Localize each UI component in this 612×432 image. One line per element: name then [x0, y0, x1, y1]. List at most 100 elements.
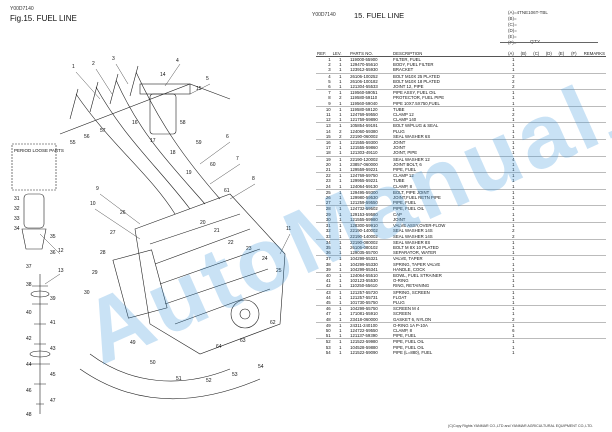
cell-qty-a: 2 — [512, 78, 515, 84]
callout-number: 9 — [96, 186, 99, 192]
cell-description: PIPE, FUEL OIL — [392, 205, 508, 212]
cell-qty-a: 1 — [507, 122, 520, 129]
cell-empty — [532, 89, 545, 96]
cell-qty-a: 1 — [512, 349, 515, 355]
cell-empty — [582, 271, 606, 279]
cell-part-no: 22190-120002 — [349, 155, 393, 162]
cell-description: CLAMP 140 — [393, 117, 417, 123]
cell-qty-a: 2 — [512, 228, 515, 234]
callout-number: 39 — [50, 296, 56, 302]
cell-description: O-RING — [393, 278, 409, 284]
legend-item: (D)= — [508, 28, 517, 33]
right-part-code: Y00D7140 — [312, 12, 336, 18]
cell-part-no: 26106-100182 — [350, 78, 378, 84]
cell-qty-a: 1 — [507, 205, 520, 212]
col-description: DESCRIPTION — [392, 48, 508, 57]
cell-empty — [570, 238, 583, 245]
cell-qty-a: 1 — [507, 105, 520, 113]
cell-part-no: 129470-55610 — [350, 62, 378, 68]
cell-qty-a: 1 — [512, 167, 515, 173]
cell-lev: 1 — [339, 294, 342, 300]
callout-number: 40 — [26, 310, 32, 316]
cell-empty — [557, 271, 571, 279]
cell-qty-a: 2 — [507, 72, 520, 79]
cell-part-no: 119580-59110 — [350, 95, 378, 101]
callout-number: 3 — [112, 56, 115, 62]
callout-number: 33 — [14, 216, 20, 222]
cell-empty — [582, 321, 606, 328]
cell-lev: 1 — [339, 195, 342, 201]
injector-pipes — [75, 71, 221, 215]
cell-empty — [519, 89, 533, 96]
cell-empty — [520, 350, 533, 355]
cell-ref: 47 — [325, 311, 331, 317]
callout-number: 27 — [110, 230, 116, 236]
callout-number: 10 — [90, 201, 96, 207]
fuel-filter-bracket — [139, 83, 191, 95]
cell-qty-a: 1 — [512, 67, 515, 73]
callout-number: 14 — [160, 72, 166, 78]
callout-number: 55 — [70, 140, 76, 146]
cell-qty-a: 1 — [512, 283, 515, 289]
callout-number: 20 — [200, 220, 206, 226]
cell-qty-a: 2 — [512, 316, 515, 322]
callout-number: 52 — [206, 378, 212, 384]
cell-lev: 1 — [339, 183, 342, 189]
cell-ref: 27 — [325, 200, 331, 206]
cell-empty — [582, 305, 606, 312]
cell-part-no: 121759-59890 — [350, 117, 378, 123]
cell-qty-a: 1 — [512, 311, 515, 317]
cell-ref: 46 — [316, 305, 332, 312]
cell-qty-a: 1 — [507, 172, 520, 179]
cell-lev: 1 — [331, 139, 350, 146]
cell-part-no: 110250-55610 — [350, 283, 378, 289]
cell-empty — [557, 205, 571, 212]
cell-empty — [582, 72, 606, 79]
cell-ref: 7 — [316, 89, 332, 96]
cell-empty — [532, 139, 545, 146]
cell-empty — [570, 155, 583, 162]
cell-ref: 40 — [316, 271, 332, 279]
cell-empty — [570, 350, 583, 355]
cell-empty — [570, 255, 583, 262]
cell-part-no: 119560-59051 — [349, 89, 393, 96]
cell-empty — [519, 338, 533, 345]
cell-empty — [544, 155, 558, 162]
qty-line — [500, 42, 598, 43]
cell-empty — [544, 222, 558, 229]
callout-number: 30 — [84, 290, 90, 296]
cell-part-no: 124722-59550 — [350, 327, 378, 333]
cell-part-no: 124064-55510 — [349, 271, 393, 279]
cell-lev: 1 — [331, 89, 350, 96]
cell-ref: 32 — [325, 228, 331, 234]
cell-empty — [519, 155, 533, 162]
cell-empty — [532, 205, 545, 212]
cell-empty — [570, 321, 583, 328]
cell-empty — [570, 271, 583, 279]
seal-ring-a — [30, 290, 50, 298]
callout-number: 46 — [26, 388, 32, 394]
cell-empty — [544, 172, 558, 179]
cell-empty — [557, 72, 571, 79]
callout-number: 25 — [276, 268, 282, 274]
pump-inner-lines — [149, 213, 271, 325]
callout-number: 32 — [14, 206, 20, 212]
cell-description: SPRING, SCREEN — [392, 288, 508, 295]
cell-ref: 3 — [328, 67, 331, 73]
cell-empty — [545, 350, 558, 355]
callout-number: 19 — [186, 170, 192, 176]
col-remarks: REMARKS — [582, 48, 606, 57]
cell-part-no: 22190-140002 — [350, 233, 378, 239]
cell-lev: 1 — [339, 250, 342, 256]
cell-part-no: 123912-55930 — [350, 67, 378, 73]
cell-empty — [557, 222, 571, 229]
